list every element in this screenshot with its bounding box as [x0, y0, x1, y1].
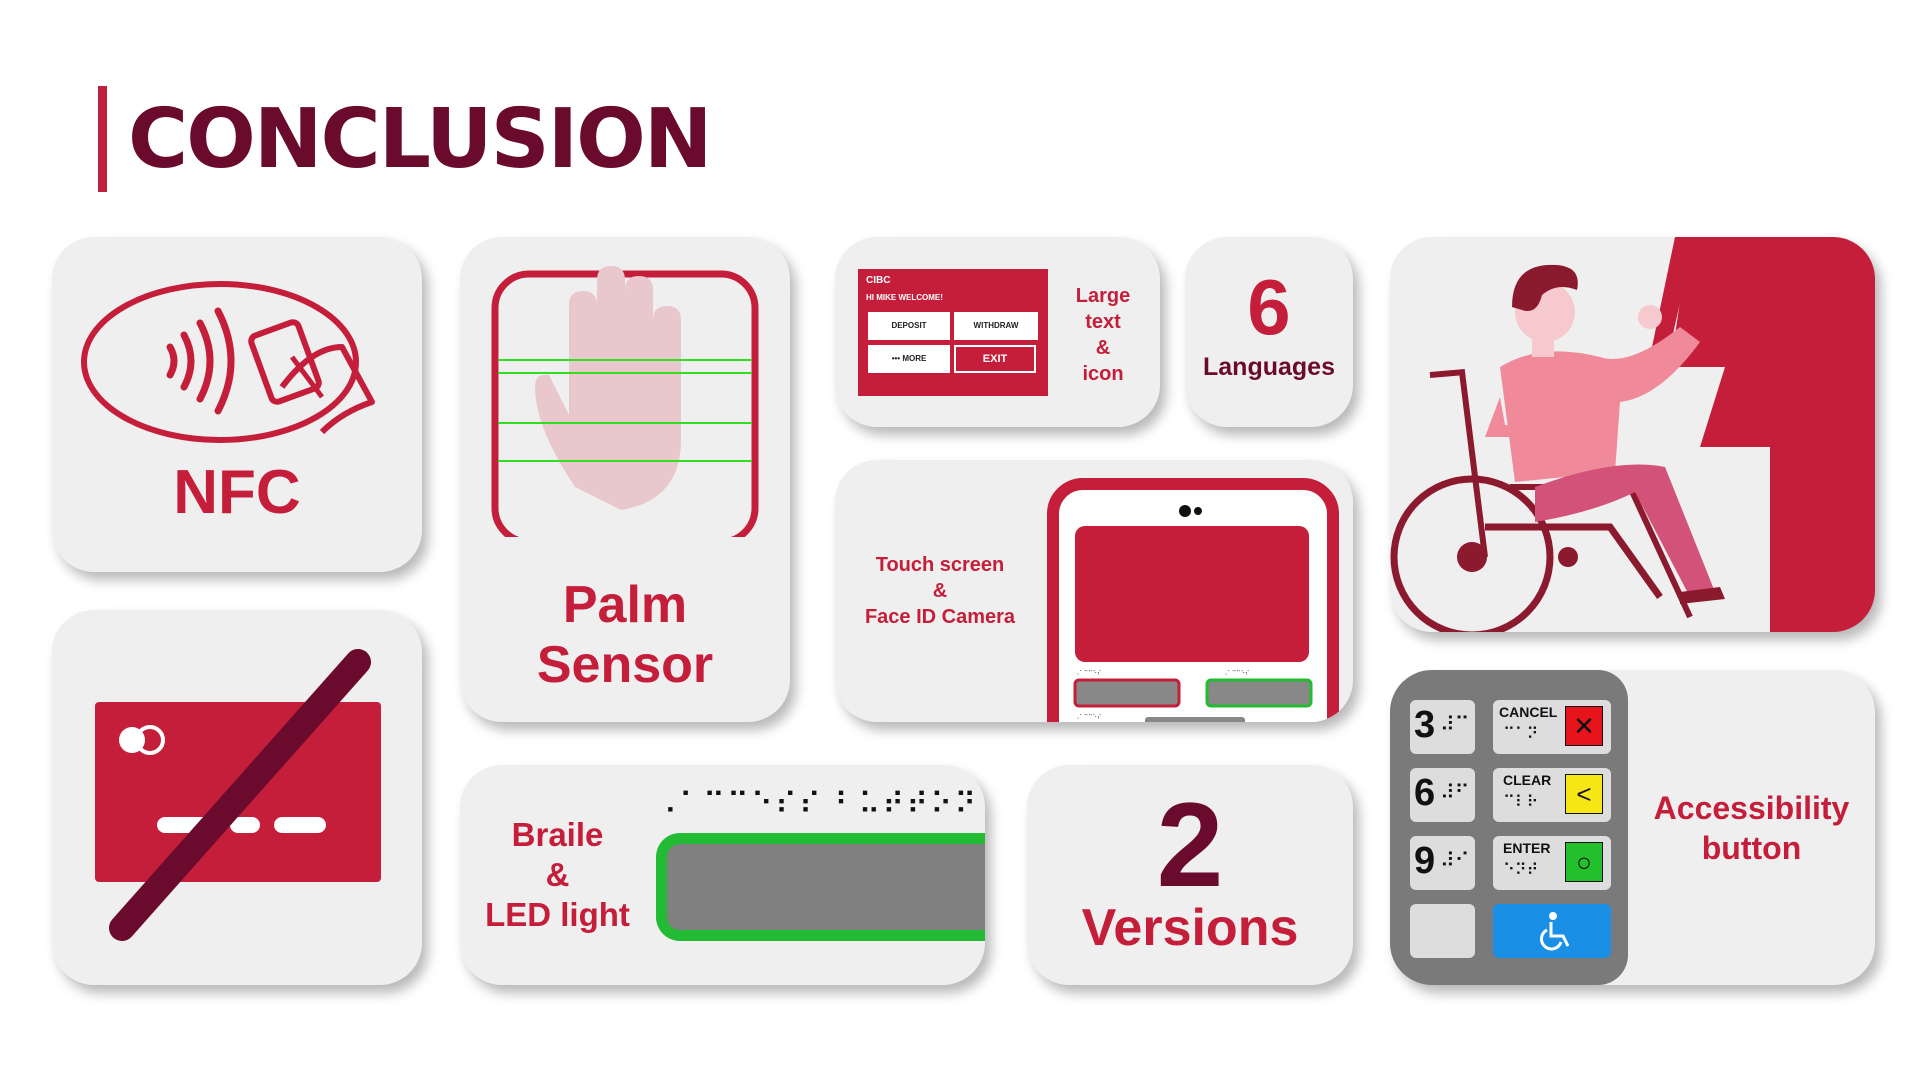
- accessibility-key[interactable]: [1493, 904, 1611, 958]
- key-3[interactable]: 3 ⠼⠉: [1410, 700, 1475, 754]
- accessibility-label: Accessibility button: [1628, 788, 1875, 868]
- touch-line2: &: [932, 580, 948, 602]
- enter-circle-icon: ○: [1576, 847, 1592, 877]
- screen-welcome: HI MIKE WELCOME!: [866, 293, 943, 302]
- screen-exit-button[interactable]: EXIT: [954, 345, 1036, 373]
- languages-label: Languages: [1203, 353, 1335, 381]
- palm-label-line1: Palm: [562, 576, 688, 634]
- svg-text:⠠⠁⠉⠉⠑⠎: ⠠⠁⠉⠉⠑⠎: [1075, 714, 1101, 721]
- enter-key-swatch: ○: [1565, 842, 1603, 882]
- touch-label: Touch screen & Face ID Camera: [845, 552, 1035, 630]
- key-9-digit: 9: [1414, 840, 1436, 882]
- touch-screen-card: Touch screen & Face ID Camera ⠠⠁⠉⠉⠑⠎ ⠠⠁⠉…: [835, 460, 1353, 722]
- cancel-key-braille: ⠉⠁⠝: [1503, 726, 1539, 743]
- keypad: 3 ⠼⠉ 6 ⠼⠋ 9 ⠼⠊ CANCEL ⠉⠁⠝ ✕ CLEAR ⠉⠇⠗ <: [1390, 670, 1628, 985]
- screen-withdraw-button[interactable]: WITHDRAW: [954, 312, 1038, 340]
- palm-label-line2: Sensor: [536, 636, 714, 694]
- large-text-line3: &: [1095, 337, 1111, 359]
- screen-deposit-button[interactable]: DEPOSIT: [868, 312, 950, 340]
- atm-screen-preview: CIBC HI MIKE WELCOME! DEPOSIT WITHDRAW •…: [858, 269, 1048, 396]
- large-text-line1: Large: [1075, 285, 1131, 307]
- large-text-line4: icon: [1082, 363, 1124, 385]
- accessibility-line2: button: [1701, 830, 1802, 866]
- key-6-braille: ⠼⠋: [1440, 782, 1470, 804]
- accessibility-card: 3 ⠼⠉ 6 ⠼⠋ 9 ⠼⠊ CANCEL ⠉⠁⠝ ✕ CLEAR ⠉⠇⠗ <: [1390, 670, 1875, 985]
- braile-line2: &: [545, 856, 570, 893]
- nfc-card: NFC: [52, 237, 422, 572]
- versions-label: Versions: [1081, 899, 1299, 957]
- wheelchair-user-illustration: [1390, 237, 1875, 632]
- key-blank[interactable]: [1410, 904, 1475, 958]
- cancel-key[interactable]: CANCEL ⠉⠁⠝ ✕: [1493, 700, 1611, 754]
- no-card-icon: [95, 649, 381, 941]
- contactless-payment-icon: [81, 281, 375, 443]
- clear-key-braille: ⠉⠇⠗: [1503, 794, 1539, 811]
- braile-led-card: Braile & LED light ⠠⠁⠉⠉⠑⠎⠎ ⠃⠥⠞⠞⠕⠝: [460, 765, 985, 985]
- screen-brand: CIBC: [866, 275, 891, 286]
- wheelchair-card: [1390, 237, 1875, 632]
- clear-key-label: CLEAR: [1503, 772, 1552, 788]
- clear-arrow-icon: <: [1576, 779, 1592, 809]
- braile-label: Braile & LED light: [460, 815, 655, 935]
- enter-key-label: ENTER: [1503, 840, 1551, 856]
- led-light-button[interactable]: [656, 833, 985, 941]
- nfc-label: NFC: [173, 458, 301, 527]
- atm-screen-icon: ⠠⠁⠉⠉⠑⠎ ⠠⠁⠉⠉⠑⠎ ⠠⠁⠉⠉⠑⠎: [1047, 478, 1339, 722]
- page-title: CONCLUSION: [128, 92, 713, 187]
- wheelchair-icon: [1539, 912, 1570, 951]
- touch-line1: Touch screen: [875, 554, 1005, 576]
- no-card-card: [52, 610, 422, 985]
- clear-key-swatch: <: [1565, 774, 1603, 814]
- languages-number: 6: [1247, 263, 1291, 351]
- svg-text:⠠⠁⠉⠉⠑⠎: ⠠⠁⠉⠉⠑⠎: [1075, 670, 1101, 677]
- touch-line3: Face ID Camera: [864, 606, 1016, 628]
- svg-text:⠠⠁⠉⠉⠑⠎: ⠠⠁⠉⠉⠑⠎: [1223, 670, 1249, 677]
- braile-line3: LED light: [485, 896, 630, 933]
- cancel-key-swatch: ✕: [1565, 706, 1603, 746]
- enter-key-braille: ⠑⠝⠞: [1503, 862, 1539, 879]
- key-3-digit: 3: [1414, 704, 1436, 746]
- versions-card: 2 Versions: [1027, 765, 1353, 985]
- cancel-x-icon: ✕: [1573, 711, 1595, 741]
- screen-more-button[interactable]: ••• MORE: [868, 345, 950, 373]
- palm-sensor-card: Palm Sensor: [460, 237, 790, 722]
- title-accent-bar: [98, 86, 107, 192]
- clear-key[interactable]: CLEAR ⠉⠇⠗ <: [1493, 768, 1611, 822]
- accessibility-line1: Accessibility: [1653, 790, 1850, 826]
- languages-card: 6 Languages: [1185, 237, 1353, 427]
- braille-text: ⠠⠁⠉⠉⠑⠎⠎ ⠃⠥⠞⠞⠕⠝: [655, 787, 979, 822]
- key-6[interactable]: 6 ⠼⠋: [1410, 768, 1475, 822]
- palm-scan-icon: [491, 266, 759, 537]
- versions-number: 2: [1156, 778, 1224, 912]
- keypad-edge-dots: [1390, 720, 1396, 920]
- large-text-line2: text: [1085, 311, 1121, 333]
- key-9-braille: ⠼⠊: [1440, 850, 1470, 872]
- large-text-label: Large text & icon: [1053, 283, 1153, 387]
- braile-line1: Braile: [511, 816, 604, 853]
- key-9[interactable]: 9 ⠼⠊: [1410, 836, 1475, 890]
- key-6-digit: 6: [1414, 772, 1436, 814]
- cancel-key-label: CANCEL: [1499, 704, 1558, 720]
- large-text-card: CIBC HI MIKE WELCOME! DEPOSIT WITHDRAW •…: [835, 237, 1160, 427]
- key-3-braille: ⠼⠉: [1440, 714, 1470, 736]
- enter-key[interactable]: ENTER ⠑⠝⠞ ○: [1493, 836, 1611, 890]
